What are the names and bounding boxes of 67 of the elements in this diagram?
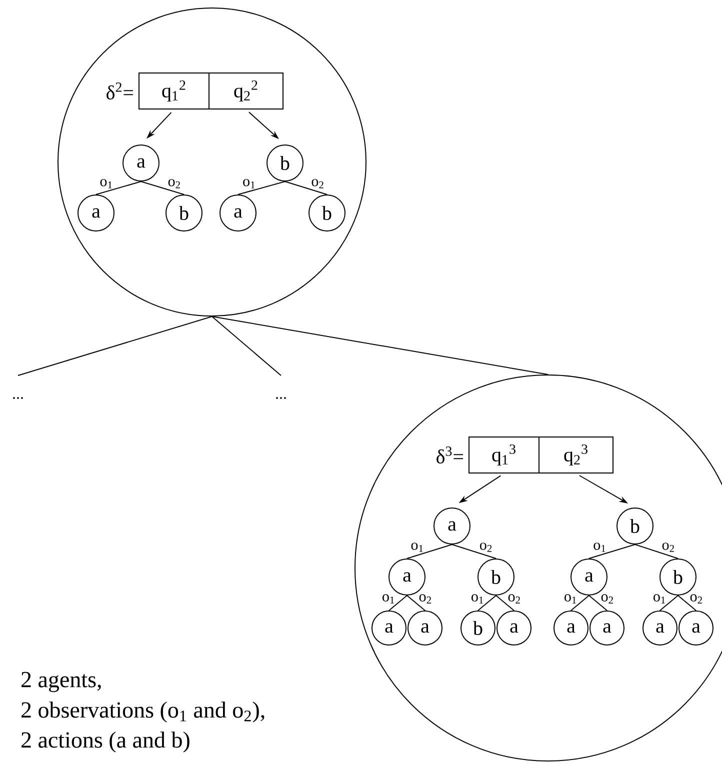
edge-label: o$_{1}$: [242, 178, 256, 189]
ellipsis: ...: [276, 397, 286, 399]
action-node: b: [308, 194, 346, 232]
table-cell: q$_{2}$3: [538, 436, 614, 474]
branch-line: [388, 595, 408, 611]
tree-circle: [58, 8, 366, 316]
action-node: a: [408, 610, 442, 646]
note-text: 2 actions (a and b): [22, 732, 190, 752]
edge-label: o$_{2}$: [310, 178, 325, 189]
action-node: a: [678, 610, 714, 646]
table-cell: q$_{1}$2: [138, 72, 210, 110]
branch-line: [678, 595, 696, 611]
branch-line: [634, 544, 678, 559]
table-cell: q$_{2}$2: [208, 72, 284, 110]
edge-label: o$_{2}$: [600, 594, 615, 604]
action-node: a: [496, 610, 532, 646]
edge-label: o$_{1}$: [563, 594, 578, 604]
note-text: 2 agents,: [22, 672, 101, 692]
edge-label: o$_{2}$: [167, 178, 182, 189]
branch-line: [18, 316, 212, 376]
branch-line: [406, 595, 426, 611]
action-node: b: [616, 508, 654, 544]
branch-line: [96, 181, 142, 195]
action-node: a: [220, 194, 256, 232]
branch-line: [588, 595, 608, 611]
branch-line: [406, 544, 452, 559]
branch-line: [238, 181, 286, 195]
action-node: a: [78, 194, 114, 232]
action-node: b: [460, 610, 496, 646]
branch-line: [140, 181, 184, 195]
branch-line: [452, 544, 496, 559]
edge-label: o$_{2}$: [418, 594, 433, 604]
edge-label: o$_{2}$: [689, 594, 704, 604]
branch-line: [212, 316, 282, 376]
edge-label: o$_{1}$: [99, 178, 114, 189]
edge-label: o$_{2}$: [478, 542, 494, 552]
edge-label: o$_{2}$: [661, 542, 676, 552]
action-node: a: [642, 610, 678, 646]
edge-label: o$_{1}$: [381, 594, 396, 604]
note-text: 2 observations (o$_{1}$ and o$_{2}$),: [22, 702, 264, 722]
edge-label: o$_{1}$: [470, 594, 485, 604]
action-node: a: [372, 610, 406, 646]
action-node: b: [660, 558, 696, 596]
ellipsis: ...: [13, 397, 23, 399]
branch-line: [660, 595, 678, 611]
action-node: a: [554, 610, 588, 646]
action-node: a: [388, 558, 426, 596]
action-node: a: [570, 558, 608, 596]
edge-label: o$_{1}$: [592, 542, 607, 552]
edge-label: o$_{2}$: [507, 594, 522, 604]
edge-label: o$_{1}$: [652, 594, 667, 604]
branch-line: [212, 316, 548, 375]
branch-line: [570, 595, 590, 611]
table-cell: q$_{1}$3: [468, 436, 540, 474]
action-node: b: [266, 144, 304, 182]
table-label: δ$^{2}$=: [106, 82, 134, 100]
branch-line: [284, 181, 328, 195]
action-node: a: [122, 144, 160, 182]
action-node: b: [166, 194, 202, 232]
branch-line: [588, 544, 636, 559]
action-node: a: [434, 508, 470, 544]
action-node: b: [478, 558, 514, 596]
table-label: δ$^{3}$=: [436, 446, 464, 464]
action-node: a: [590, 610, 624, 646]
branch-line: [496, 595, 514, 611]
branch-line: [478, 595, 496, 611]
edge-label: o$_{1}$: [410, 542, 424, 552]
